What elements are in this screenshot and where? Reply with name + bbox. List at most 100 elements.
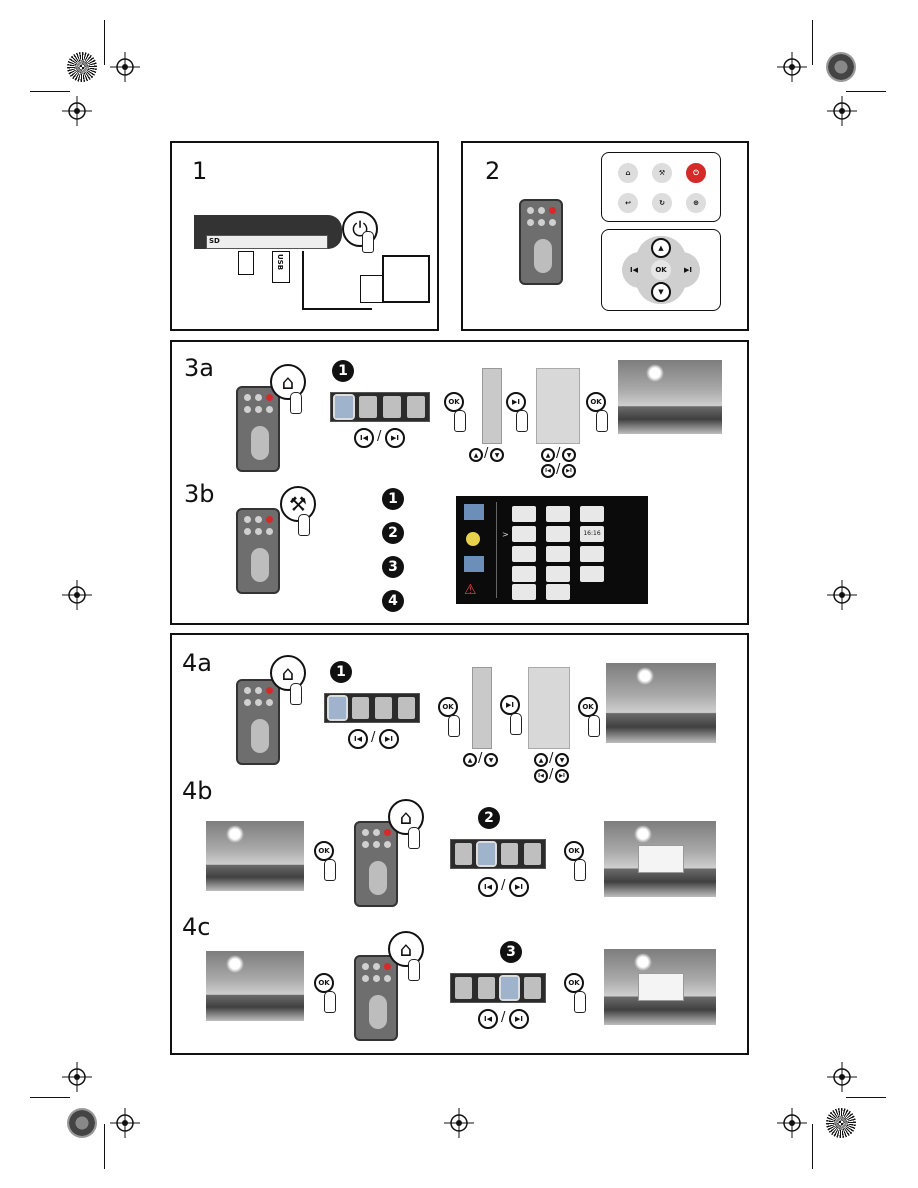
rotate-button[interactable] [255,699,262,706]
dpad[interactable] [251,426,269,460]
option-tile[interactable] [580,506,604,522]
settings-menu-icon[interactable] [524,977,541,999]
option-tile[interactable] [580,546,604,562]
down-arrow-icon[interactable]: ▼ [555,753,569,767]
option-tile[interactable] [546,526,570,542]
edit-menu-icon[interactable] [476,841,497,867]
back-button[interactable] [362,841,369,848]
dpad[interactable] [251,548,269,582]
rotate-button[interactable] [255,406,262,413]
zoom-button[interactable] [384,975,391,982]
power-button[interactable] [266,687,273,694]
prev-icon[interactable]: I◀ [354,428,374,448]
settings-menu-icon[interactable] [398,697,415,719]
option-tile[interactable] [546,566,570,582]
settings-button[interactable] [255,687,262,694]
power-button[interactable] [384,829,391,836]
zoom-button[interactable] [266,528,273,535]
settings-tools-icon[interactable]: ⚒ [652,163,672,183]
photo-menu-icon[interactable] [455,977,472,999]
next-icon[interactable]: ▶I [509,1009,529,1029]
ok-button[interactable]: OK [314,841,334,861]
dpad[interactable] [369,995,387,1029]
option-tile[interactable] [512,546,536,562]
down-arrow-icon[interactable]: ▼ [490,448,504,462]
delete-menu-icon[interactable] [499,975,520,1001]
ok-button[interactable]: OK [564,841,584,861]
settings-warning-icon[interactable]: ⚠ [464,582,477,598]
ok-button[interactable]: OK [314,973,334,993]
settings-menu-icon[interactable] [407,396,425,418]
option-tile[interactable] [512,506,536,522]
next-icon[interactable]: ▶I [562,464,576,478]
prev-icon[interactable]: I◀ [478,877,498,897]
ok-button[interactable]: OK [578,697,598,717]
power-icon[interactable]: ⏻ [686,163,706,183]
home-icon[interactable]: ⌂ [618,163,638,183]
settings-display-icon[interactable] [464,556,484,572]
zoom-icon[interactable]: ⊕ [686,193,706,213]
rotate-button[interactable] [538,219,545,226]
delete-menu-icon[interactable] [375,697,392,719]
next-icon[interactable]: ▶I [385,428,405,448]
photo-menu-icon[interactable] [455,843,472,865]
zoom-button[interactable] [549,219,556,226]
option-tile[interactable] [512,584,536,600]
dpad[interactable] [534,239,552,273]
rotate-icon[interactable]: ↻ [652,193,672,213]
next-icon[interactable]: ▶I [509,877,529,897]
next-icon[interactable]: ▶I [379,729,399,749]
option-tile[interactable] [546,546,570,562]
next-icon[interactable]: ▶I [506,392,526,412]
ok-button[interactable]: OK [444,392,464,412]
option-tile[interactable] [512,566,536,582]
home-button[interactable] [244,516,251,523]
down-arrow-icon[interactable]: ▼ [562,448,576,462]
home-button[interactable] [244,394,251,401]
up-arrow-icon[interactable]: ▲ [463,753,477,767]
settings-menu-icon[interactable] [524,843,541,865]
delete-menu-icon[interactable] [501,843,518,865]
zoom-button[interactable] [266,699,273,706]
settings-brightness-icon[interactable] [466,532,480,546]
zoom-button[interactable] [266,406,273,413]
power-button[interactable] [384,963,391,970]
settings-button[interactable] [255,394,262,401]
down-arrow-icon[interactable]: ▼ [484,753,498,767]
ok-button[interactable]: OK [651,260,671,280]
power-button[interactable] [549,207,556,214]
power-button[interactable] [266,516,273,523]
prev-icon[interactable]: I◀ [541,464,555,478]
ok-button[interactable]: OK [586,392,606,412]
prev-icon[interactable]: I◀ [478,1009,498,1029]
prev-icon[interactable]: I◀ [624,260,644,280]
zoom-button[interactable] [384,841,391,848]
option-tile[interactable] [546,584,570,600]
home-icon[interactable]: ⌂ [388,799,424,835]
prev-icon[interactable]: I◀ [348,729,368,749]
back-button[interactable] [362,975,369,982]
rotate-button[interactable] [373,841,380,848]
back-arrow-icon[interactable]: ↩ [618,193,638,213]
clock-tile[interactable]: 16:16 [580,526,604,542]
dpad[interactable] [251,719,269,753]
up-arrow-icon[interactable]: ▲ [469,448,483,462]
down-arrow-icon[interactable]: ▼ [651,282,671,302]
delete-menu-icon[interactable] [383,396,401,418]
rotate-button[interactable] [373,975,380,982]
photo-menu-icon[interactable] [333,394,355,420]
up-arrow-icon[interactable]: ▲ [534,753,548,767]
home-button[interactable] [362,963,369,970]
settings-tools-icon[interactable]: ⚒ [280,486,316,522]
option-tile[interactable] [546,506,570,522]
ok-button[interactable]: OK [564,973,584,993]
back-button[interactable] [244,528,251,535]
option-tile[interactable] [512,526,536,542]
home-icon[interactable]: ⌂ [388,931,424,967]
settings-photo-icon[interactable] [464,504,484,520]
home-button[interactable] [244,687,251,694]
settings-button[interactable] [373,829,380,836]
home-button[interactable] [362,829,369,836]
next-icon[interactable]: ▶I [555,769,569,783]
back-button[interactable] [527,219,534,226]
